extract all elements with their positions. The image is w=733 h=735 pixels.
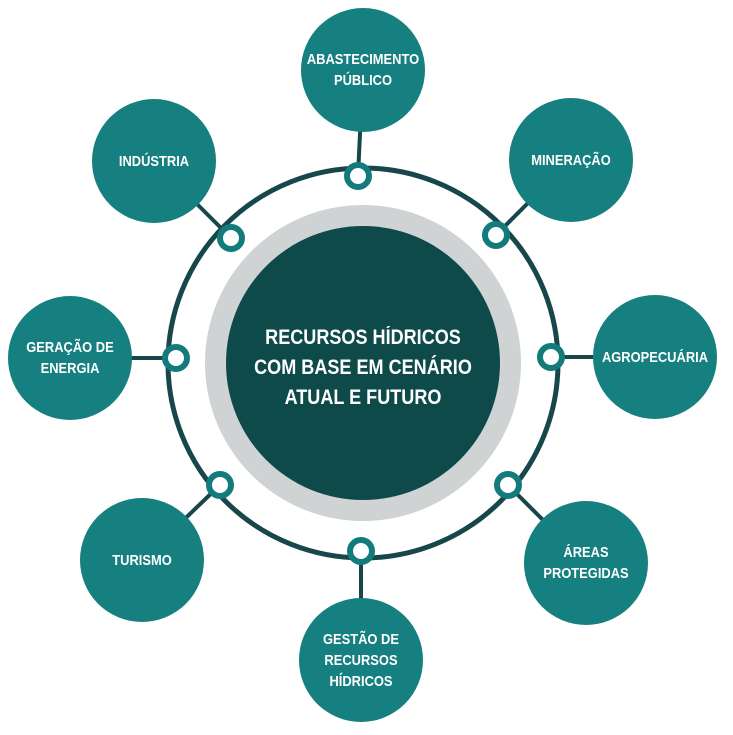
satellite-label-line: INDÚSTRIA [118,152,190,170]
satellite-circle-mineracao [509,98,633,222]
center-title-line: RECURSOS HÍDRICOS [265,326,461,349]
satellite-label-agropecuaria: AGROPECUÁRIA [591,312,720,402]
connector-ring-gestao-de-recursos-hidricos [347,537,375,565]
satellite-label-turismo: TURISMO [78,515,207,605]
satellite-label-geracao-de-energia: GERAÇÃO DE ENERGIA [6,313,135,403]
connector-ring-agropecuaria [537,343,565,371]
center-title: RECURSOS HÍDRICOS COM BASE EM CENÁRIO AT… [251,268,475,468]
satellite-label-line: TURISMO [112,551,172,569]
satellite-label-line: ABASTECIMENTO [306,51,420,68]
satellite-label-areas-protegidas: ÁREAS PROTEGIDAS [522,518,651,608]
connector-ring-abastecimento-publico [344,162,372,190]
connector-rings [162,162,565,565]
satellite-label-line: GERAÇÃO DE [26,339,114,356]
satellite-label-gestao-de-recursos-hidricos: GESTÃO DE RECURSOS HÍDRICOS [297,615,426,705]
center-title-line: ATUAL E FUTURO [284,386,442,409]
satellite-circle-abastecimento-publico [301,8,425,132]
center-circle [226,226,500,500]
satellite-label-line: MINERAÇÃO [531,151,611,169]
satellite-circles [8,8,717,722]
satellite-circle-areas-protegidas [524,501,648,625]
connector-ring-geracao-de-energia [162,344,190,372]
connector-ring-mineracao [482,221,510,249]
satellite-circle-industria [92,99,216,223]
satellite-label-abastecimento-publico: ABASTECIMENTO PÚBLICO [299,25,428,115]
satellite-label-line: AGROPECUÁRIA [601,348,709,366]
satellite-label-line: PROTEGIDAS [543,565,629,582]
satellite-circle-turismo [80,498,204,622]
satellite-label-line: ENERGIA [40,360,100,377]
satellite-label-industria: INDÚSTRIA [90,116,219,206]
satellite-circle-geracao-de-energia [8,296,132,420]
satellite-circle-agropecuaria [593,295,717,419]
center-title-line: COM BASE EM CENÁRIO [254,356,472,379]
satellite-circle-gestao-de-recursos-hidricos [299,598,423,722]
connector-ring-turismo [206,471,234,499]
satellite-label-line: ÁREAS [563,544,609,561]
satellite-label-line: RECURSOS [324,651,398,669]
satellite-label-mineracao: MINERAÇÃO [507,115,636,205]
satellite-label-line: HÍDRICOS [329,672,393,690]
connector-ring-areas-protegidas [494,471,522,499]
satellite-label-line: GESTÃO DE [322,630,399,648]
satellite-label-line: PÚBLICO [333,72,393,89]
connector-ring-industria [217,224,245,252]
